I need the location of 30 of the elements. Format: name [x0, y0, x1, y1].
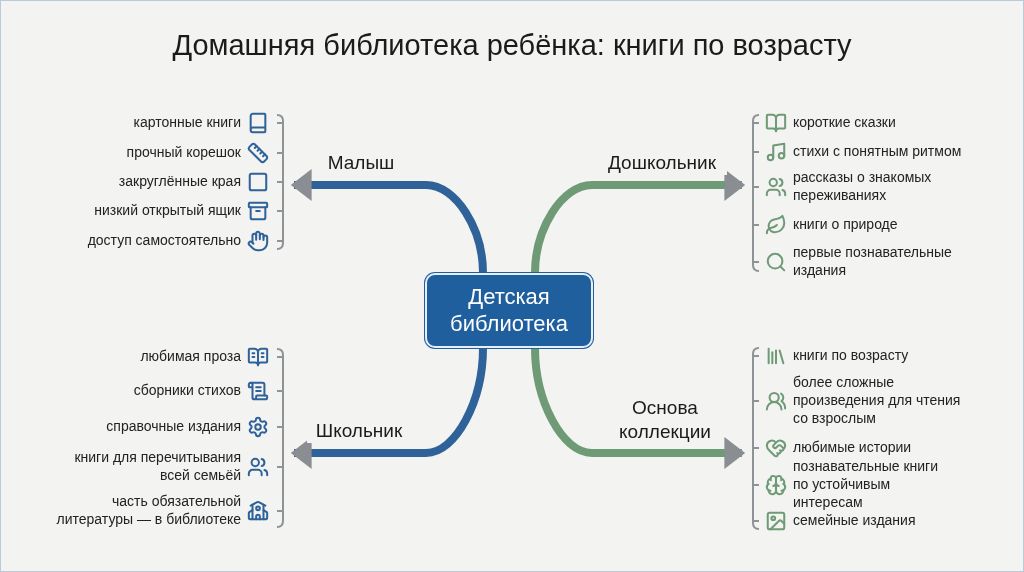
- bracket: [749, 346, 761, 531]
- item-text: книги по возрасту: [793, 347, 910, 365]
- item-text: книги для перечитывания всей семьёй: [73, 449, 241, 485]
- bracket: [749, 113, 761, 273]
- item-text: книги о природе: [793, 216, 899, 234]
- center-text: Детская библиотека: [449, 284, 569, 337]
- item-text: короткие сказки: [793, 114, 897, 132]
- item-text: часть обязательной литературы — в библиотеке: [55, 493, 241, 529]
- arrow: [531, 347, 746, 469]
- item-text: закруглённые края: [117, 173, 241, 191]
- item-text: рассказы о знакомых переживаниях: [793, 169, 933, 205]
- item-text: стихи с понятным ритмом: [793, 143, 963, 161]
- item-text: низкий открытый ящик: [93, 202, 241, 220]
- item-text: доступ самостоятельно: [86, 232, 241, 250]
- title: Домашняя библиотека ребёнка: книги по возрасту: [171, 29, 853, 62]
- arrow: [290, 347, 487, 469]
- item-text: сборники стихов: [132, 382, 241, 400]
- item-text: любимая проза: [139, 348, 241, 366]
- item-text: картонные книги: [132, 114, 241, 132]
- arrow: [531, 169, 746, 274]
- item-text: более сложные произведения для чтения со взрослым: [793, 374, 962, 428]
- bracket: [275, 113, 287, 251]
- item-text: любимые истории: [793, 439, 913, 457]
- item-text: справочные издания: [105, 418, 241, 436]
- item-text: семейные издания: [793, 512, 917, 530]
- item-text: первые познавательные издания: [793, 244, 953, 280]
- center-box: [425, 273, 593, 348]
- arrow: [290, 169, 487, 274]
- bracket: [275, 347, 287, 529]
- item-text: прочный корешок: [125, 144, 241, 162]
